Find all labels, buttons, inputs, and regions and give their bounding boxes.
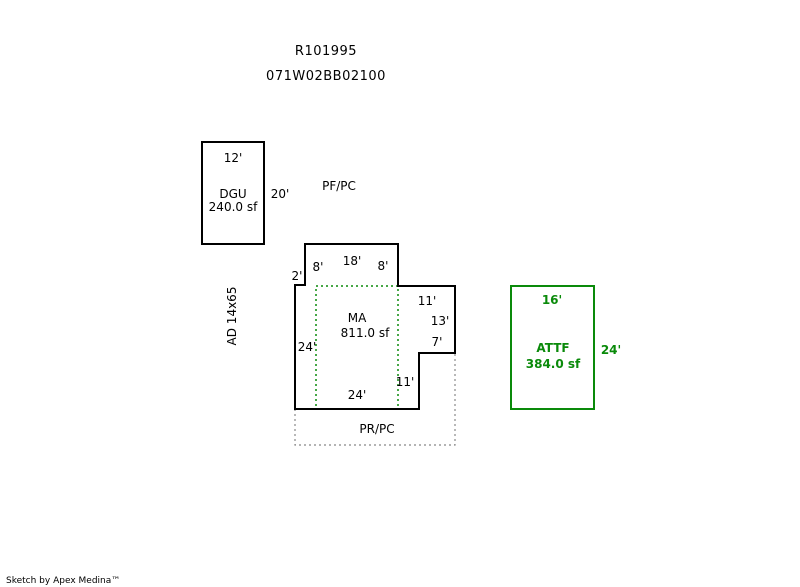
ma-outline xyxy=(294,243,456,410)
map-number: 071W02BB02100 xyxy=(266,69,386,84)
ad-label: AD 14x65 xyxy=(225,287,239,346)
attf-width-label: 16' xyxy=(542,293,562,307)
sketch-credit: Sketch by Apex Medina™ xyxy=(6,576,120,586)
ma-dim-left-side: 24' xyxy=(298,340,317,354)
ma-dim-top-right: 8' xyxy=(378,259,389,273)
pr-pc-label: PR/PC xyxy=(359,422,394,436)
ma-dim-right-upper: 11' xyxy=(418,294,437,308)
ma-dim-left-step: 2' xyxy=(292,269,303,283)
ma-dim-right-height: 13' xyxy=(431,314,450,328)
dgu-area: 240.0 sf xyxy=(209,200,258,214)
ma-dim-bottom-right: 11' xyxy=(396,375,415,389)
attf-height-label: 24' xyxy=(601,343,621,357)
ma-area: 811.0 sf xyxy=(341,326,390,340)
ma-dim-bottom: 24' xyxy=(348,388,367,402)
dgu-height-label: 20' xyxy=(271,187,290,201)
ma-code: MA xyxy=(348,311,367,325)
ma-dim-right-step: 7' xyxy=(432,335,443,349)
attf-area: 384.0 sf xyxy=(526,357,581,371)
parcel-id: R101995 xyxy=(295,44,357,59)
attf-code: ATTF xyxy=(536,341,569,355)
dgu-code: DGU xyxy=(219,187,246,201)
ma-dim-top-mid: 18' xyxy=(343,254,362,268)
dgu-outline xyxy=(201,141,265,245)
attf-outline xyxy=(510,285,595,410)
pr-pc-outline xyxy=(294,353,456,446)
dgu-width-label: 12' xyxy=(224,151,243,165)
pf-pc-label: PF/PC xyxy=(322,179,356,193)
ma-dim-top-left: 8' xyxy=(313,260,324,274)
